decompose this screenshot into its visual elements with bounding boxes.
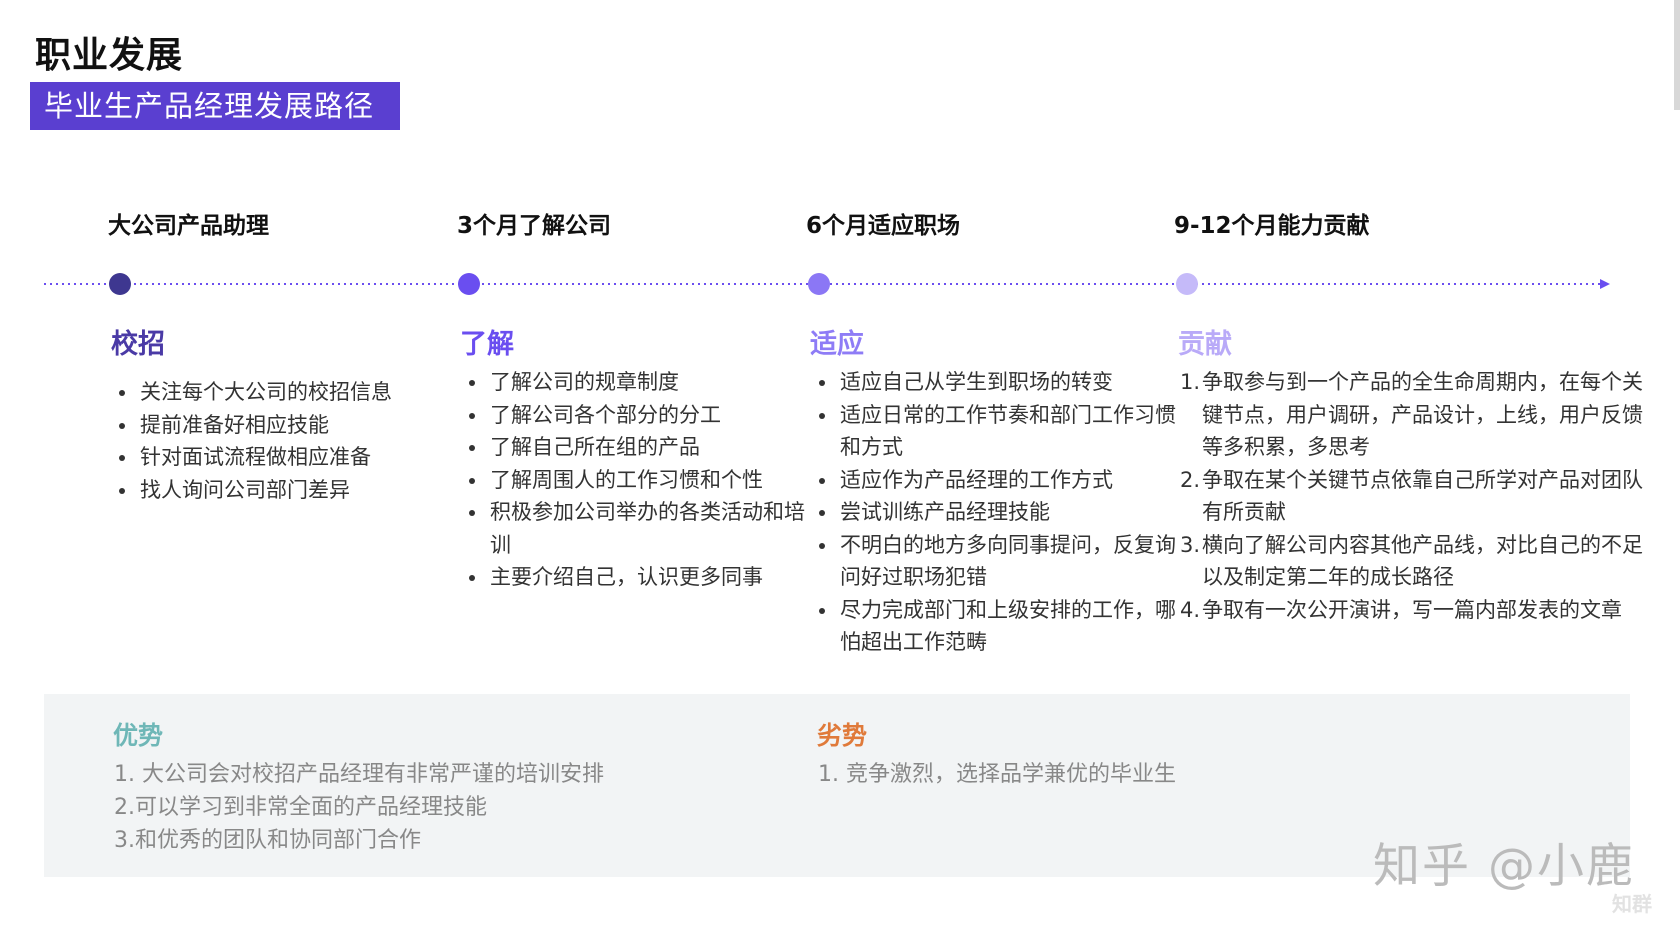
list-item: 1. 大公司会对校招产品经理有非常严谨的培训安排	[114, 762, 604, 787]
subtitle-banner: 毕业生产品经理发展路径	[30, 82, 400, 130]
column-4-list: 1.争取参与到一个产品的全生命周期内，在每个关键节点，用户调研，产品设计，上线，…	[1180, 366, 1654, 626]
stage-heading-4: 9-12个月能力贡献	[1174, 213, 1370, 239]
list-item: 1. 竞争激烈，选择品学兼优的毕业生	[818, 762, 1176, 787]
watermark-logo: 知群	[1612, 892, 1652, 916]
timeline-dot-2	[458, 273, 480, 295]
list-item: 4.争取有一次公开演讲，写一篇内部发表的文章	[1180, 594, 1654, 627]
list-item: 3.横向了解公司内容其他产品线，对比自己的不足以及制定第二年的成长路径	[1180, 529, 1654, 594]
disadvantages-list: 1. 竞争激烈，选择品学兼优的毕业生	[818, 758, 1338, 791]
column-title-4: 贡献	[1178, 329, 1232, 360]
list-item: 提前准备好相应技能	[138, 409, 448, 442]
page-title: 职业发展	[35, 35, 184, 76]
list-item: 尽力完成部门和上级安排的工作，哪怕超出工作范畴	[838, 594, 1178, 659]
advantages-heading: 优势	[113, 721, 164, 750]
list-item: 了解公司各个部分的分工	[488, 399, 808, 432]
list-item: 适应自己从学生到职场的转变	[838, 366, 1178, 399]
column-title-1: 校招	[111, 329, 165, 360]
list-item: 找人询问公司部门差异	[138, 474, 448, 507]
item-number: 4.	[1180, 597, 1201, 622]
list-item: 了解自己所在组的产品	[488, 431, 808, 464]
timeline-dot-4	[1176, 273, 1198, 295]
list-item: 2.可以学习到非常全面的产品经理技能	[114, 795, 487, 820]
column-1-list: 关注每个大公司的校招信息 提前准备好相应技能 针对面试流程做相应准备 找人询问公…	[108, 376, 448, 506]
disadvantages-heading: 劣势	[817, 721, 868, 750]
list-item: 适应作为产品经理的工作方式	[838, 464, 1178, 497]
column-title-2: 了解	[460, 329, 514, 360]
summary-panel	[44, 694, 1630, 877]
list-item: 了解周围人的工作习惯和个性	[488, 464, 808, 497]
edge-divider	[1674, 0, 1680, 110]
list-item: 不明白的地方多向同事提问，反复询问好过职场犯错	[838, 529, 1178, 594]
advantages-list: 1. 大公司会对校招产品经理有非常严谨的培训安排 2.可以学习到非常全面的产品经…	[114, 758, 734, 857]
watermark: 知乎 @小鹿	[1373, 839, 1635, 894]
list-item: 1.争取参与到一个产品的全生命周期内，在每个关键节点，用户调研，产品设计，上线，…	[1180, 366, 1654, 464]
list-item: 适应日常的工作节奏和部门工作习惯和方式	[838, 399, 1178, 464]
list-item: 了解公司的规章制度	[488, 366, 808, 399]
item-text: 争取参与到一个产品的全生命周期内，在每个关键节点，用户调研，产品设计，上线，用户…	[1202, 370, 1643, 459]
list-item: 针对面试流程做相应准备	[138, 441, 448, 474]
stage-heading-3: 6个月适应职场	[806, 213, 961, 239]
item-text: 横向了解公司内容其他产品线，对比自己的不足以及制定第二年的成长路径	[1202, 532, 1643, 590]
timeline-dot-1	[109, 273, 131, 295]
stage-heading-2: 3个月了解公司	[457, 213, 612, 239]
list-item: 3.和优秀的团队和协同部门合作	[114, 828, 421, 853]
item-text: 争取在某个关键节点依靠自己所学对产品对团队有所贡献	[1202, 467, 1643, 525]
column-title-3: 适应	[810, 329, 864, 360]
list-item: 积极参加公司举办的各类活动和培训	[488, 496, 808, 561]
item-text: 争取有一次公开演讲，写一篇内部发表的文章	[1202, 597, 1622, 622]
item-number: 2.	[1180, 467, 1201, 492]
stage-heading-1: 大公司产品助理	[108, 213, 269, 239]
list-item: 2.争取在某个关键节点依靠自己所学对产品对团队有所贡献	[1180, 464, 1654, 529]
timeline-dot-3	[808, 273, 830, 295]
list-item: 主要介绍自己，认识更多同事	[488, 561, 808, 594]
column-2-list: 了解公司的规章制度 了解公司各个部分的分工 了解自己所在组的产品 了解周围人的工…	[458, 366, 808, 594]
list-item: 尝试训练产品经理技能	[838, 496, 1178, 529]
item-number: 3.	[1180, 532, 1201, 557]
timeline-arrow-icon	[1600, 279, 1610, 289]
timeline	[44, 273, 1610, 295]
column-3-list: 适应自己从学生到职场的转变 适应日常的工作节奏和部门工作习惯和方式 适应作为产品…	[808, 366, 1178, 659]
list-item: 关注每个大公司的校招信息	[138, 376, 448, 409]
item-number: 1.	[1180, 370, 1201, 394]
